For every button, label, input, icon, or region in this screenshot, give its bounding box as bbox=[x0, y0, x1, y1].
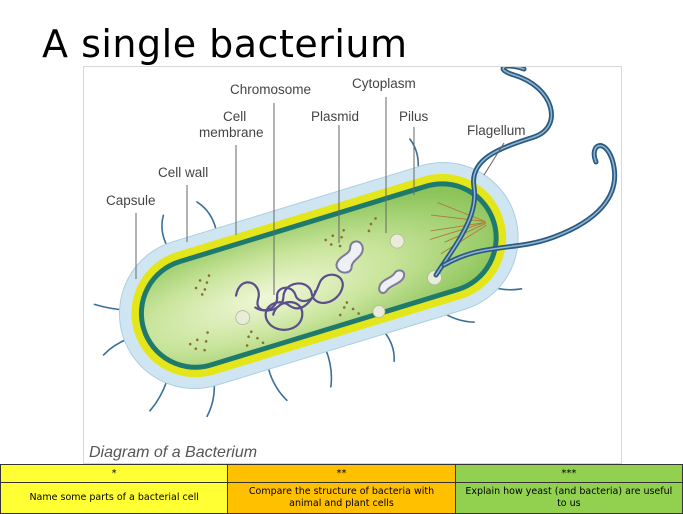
chromosome bbox=[234, 273, 344, 331]
label-cytoplasm: Cytoplasm bbox=[352, 76, 416, 91]
label-chromosome: Chromosome bbox=[230, 82, 311, 97]
diagram-caption: Diagram of a Bacterium bbox=[89, 444, 257, 461]
label-cell-membrane-2: membrane bbox=[199, 125, 264, 140]
flagellum-highlight bbox=[435, 67, 553, 276]
slide-title: A single bacterium bbox=[42, 22, 408, 66]
label-capsule: Capsule bbox=[106, 193, 156, 208]
label-cell-wall: Cell wall bbox=[158, 165, 208, 180]
diagram-canvas: Chromosome Cytoplasm Cell membrane Plasm… bbox=[89, 67, 618, 461]
task-header-two-star: ** bbox=[227, 464, 456, 483]
plasmids bbox=[335, 240, 406, 294]
task-three-star: Explain how yeast (and bacteria) are use… bbox=[454, 482, 683, 514]
task-table-header-row: * ** *** bbox=[0, 464, 683, 483]
label-cell-membrane-1: Cell bbox=[223, 109, 246, 124]
task-header-one-star: * bbox=[0, 464, 229, 483]
task-two-star: Compare the structure of bacteria with a… bbox=[227, 482, 456, 514]
cell-membrane-layer bbox=[138, 181, 499, 370]
bacterium-diagram: Chromosome Cytoplasm Cell membrane Plasm… bbox=[83, 66, 622, 464]
task-header-three-star: *** bbox=[454, 464, 683, 483]
label-flagellum: Flagellum bbox=[467, 123, 526, 138]
task-table-body-row: Name some parts of a bacterial cell Comp… bbox=[0, 482, 683, 514]
storage-granules bbox=[235, 233, 442, 326]
label-pilus: Pilus bbox=[399, 109, 429, 124]
task-one-star: Name some parts of a bacterial cell bbox=[0, 482, 229, 514]
flagellum-second-highlight bbox=[443, 145, 616, 266]
leader-lines bbox=[135, 97, 505, 295]
label-plasmid: Plasmid bbox=[311, 109, 359, 124]
ribosome-dots bbox=[188, 217, 377, 352]
task-table: * ** *** Name some parts of a bacterial … bbox=[0, 464, 683, 514]
